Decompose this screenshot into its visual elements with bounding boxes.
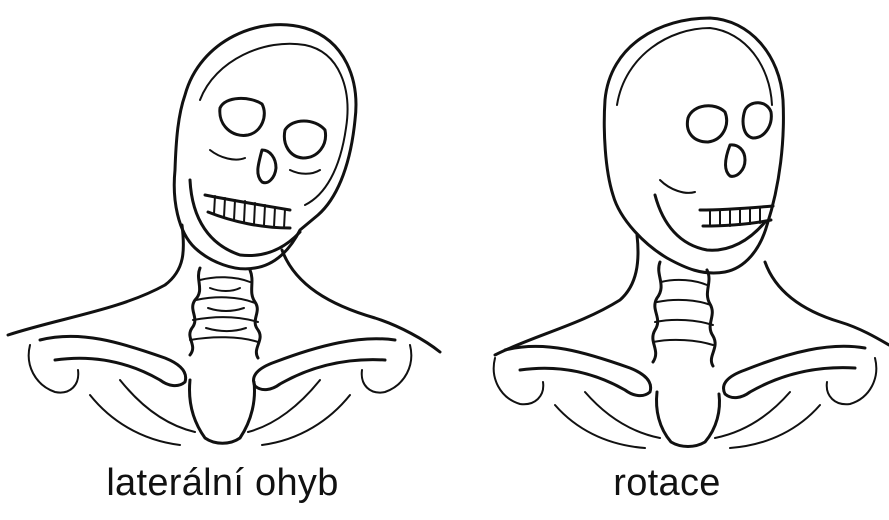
cervical-spine: [653, 262, 715, 366]
left-scapula: [494, 358, 544, 404]
right-eye-socket: [743, 103, 771, 138]
left-eye-socket: [220, 98, 265, 135]
right-eye-socket: [284, 121, 325, 158]
nasal-cavity: [725, 145, 745, 176]
teeth-upper: [700, 206, 773, 210]
right-clavicle: [724, 346, 865, 397]
left-eye-socket: [687, 106, 726, 142]
right-scapula: [362, 345, 412, 393]
teeth-upper: [205, 195, 290, 210]
figure-rotation: rotace: [445, 0, 889, 520]
skeleton-rotation-illustration: [445, 0, 889, 450]
ribs: [90, 380, 350, 445]
left-scapula: [29, 345, 79, 393]
ribs: [555, 392, 820, 448]
cheek-line: [660, 180, 695, 193]
vertebra-detail: [206, 288, 246, 331]
teeth-lower: [208, 212, 290, 228]
sternum: [657, 392, 720, 447]
body-outline: [495, 235, 889, 355]
sternum: [190, 380, 255, 443]
skeleton-lateral-flexion-illustration: [0, 0, 445, 450]
left-clavicle: [40, 336, 186, 385]
nasal-cavity: [258, 150, 276, 183]
left-clavicle: [505, 346, 651, 395]
figure-lateral-flexion: laterální ohyb: [0, 0, 445, 520]
right-clavicle: [254, 339, 395, 390]
body-outline: [8, 225, 440, 352]
cheek-line: [210, 150, 320, 174]
caption-lateral-flexion: laterální ohyb: [0, 462, 445, 505]
caption-rotation: rotace: [445, 462, 889, 505]
head-outline: [174, 25, 356, 269]
right-scapula: [827, 358, 877, 404]
